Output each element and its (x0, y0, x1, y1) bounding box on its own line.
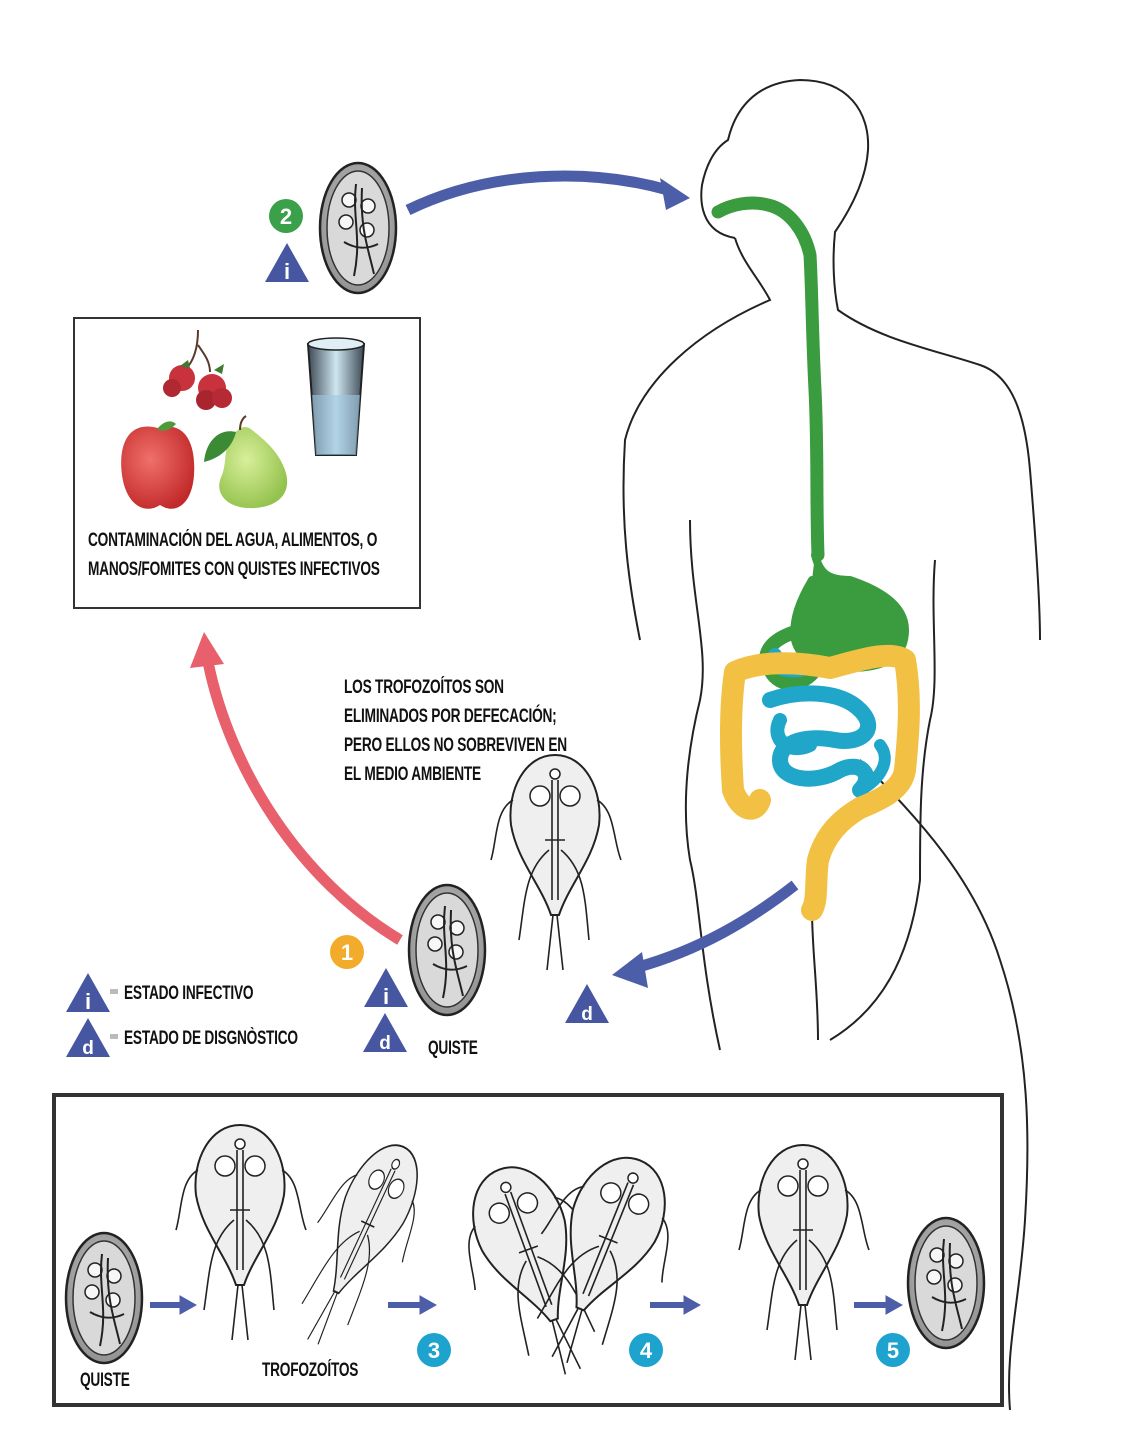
infective-triangle-icon (364, 968, 408, 1009)
svg-text:2: 2 (280, 204, 292, 229)
legend-equals-mark (110, 989, 118, 994)
water-glass-icon (308, 338, 364, 455)
apple-icon (121, 421, 194, 508)
legend-diagnostic-label: ESTADO DE DISGNÒSTICO (124, 1024, 298, 1053)
legend-diagnostic-triangle-icon (66, 1018, 110, 1059)
panel-cyst-label: QUISTE (80, 1366, 130, 1395)
step-2-badge: 2 (269, 199, 303, 233)
cyst-icon (908, 1218, 984, 1348)
trophozoite-elimination-caption: LOS TROFOZOÍTOS SON ELIMINADOS POR DEFEC… (344, 673, 567, 789)
legend-equals-mark (110, 1034, 118, 1039)
arrow-to-ground-head (612, 952, 648, 988)
contamination-caption: CONTAMINACIÓN DEL AGUA, ALIMENTOS, O MAN… (88, 526, 380, 584)
step-5-badge: 5 (876, 1333, 910, 1367)
svg-text:3: 3 (428, 1338, 440, 1363)
diagnostic-triangle-icon (565, 984, 609, 1025)
step-3-badge: 3 (417, 1333, 451, 1367)
diagnostic-triangle-icon (363, 1013, 407, 1054)
svg-text:4: 4 (640, 1338, 653, 1363)
cyst-icon (409, 885, 485, 1015)
legend-infective-triangle-icon (66, 973, 110, 1014)
svg-text:5: 5 (887, 1338, 899, 1363)
infective-triangle-icon (265, 243, 309, 284)
cyst-label: QUISTE (428, 1034, 478, 1063)
digestive-tract (718, 203, 909, 910)
cyst-icon (320, 163, 396, 293)
arrow-to-contamination-head (190, 632, 224, 668)
step-1-badge: 1 (330, 935, 364, 969)
cyst-icon (66, 1233, 142, 1363)
panel-trophozoites-label: TROFOZOÍTOS (262, 1356, 358, 1385)
svg-text:1: 1 (341, 940, 353, 965)
arrow-to-ground (635, 885, 795, 968)
arrow-to-mouth (408, 176, 668, 210)
step-4-badge: 4 (629, 1333, 663, 1367)
legend-infective-label: ESTADO INFECTIVO (124, 979, 253, 1008)
arrow-to-mouth-head (660, 178, 690, 210)
